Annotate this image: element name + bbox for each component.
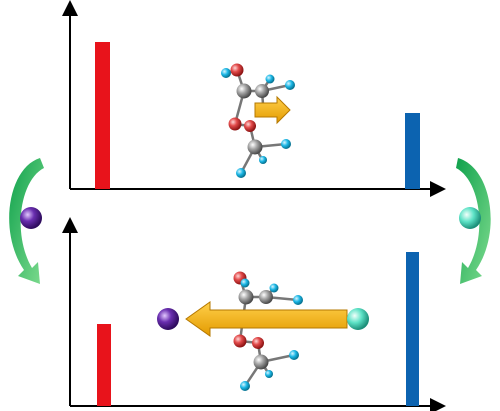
- hydrogen-atom: [221, 68, 231, 78]
- oxygen-atom: [252, 337, 264, 349]
- hydrogen-atom: [240, 278, 250, 288]
- oxygen-atom: [244, 120, 256, 132]
- hydrogen-atom: [269, 283, 279, 293]
- hydrogen-atom: [259, 156, 267, 164]
- oxygen-atom: [228, 117, 242, 131]
- carbon-atom: [259, 290, 273, 304]
- transfer-arrow-short-right: [254, 95, 291, 125]
- purple-ion: [157, 308, 179, 330]
- bottom-right-bar: [406, 252, 419, 406]
- carbon-atom: [253, 354, 269, 370]
- carbon-atom: [236, 83, 252, 99]
- hydrogen-atom: [265, 74, 275, 84]
- hydrogen-atom: [285, 80, 295, 90]
- curved-arrow-down-icon: [9, 158, 45, 284]
- left-cycle: [9, 158, 45, 284]
- cyan-ion: [347, 308, 369, 330]
- top-left-bar: [95, 42, 110, 189]
- transfer-arrow-long-left: [185, 301, 348, 337]
- oxygen-atom: [230, 63, 244, 77]
- hydrogen-atom: [265, 370, 273, 378]
- carbon-atom: [247, 139, 263, 155]
- hydrogen-atom: [240, 381, 250, 391]
- hydrogen-atom: [289, 350, 299, 360]
- right-cycle: [456, 158, 491, 284]
- cyan-ion: [459, 207, 481, 229]
- oxygen-atom: [233, 334, 247, 348]
- bottom-left-bar: [97, 324, 111, 406]
- hydrogen-atom: [236, 168, 246, 178]
- carbon-atom: [255, 84, 269, 98]
- purple-ion: [20, 207, 42, 229]
- carbon-atom: [238, 289, 254, 305]
- top-molecule: [221, 63, 295, 178]
- top-right-bar: [405, 113, 420, 189]
- bottom-molecule-lower: [233, 334, 299, 391]
- hydrogen-atom: [281, 139, 291, 149]
- bottom-molecule: [233, 271, 303, 387]
- curved-arrow-down-icon: [456, 158, 491, 284]
- hydrogen-atom: [293, 295, 303, 305]
- bottom-panel: [62, 217, 446, 411]
- top-panel: [62, 0, 446, 197]
